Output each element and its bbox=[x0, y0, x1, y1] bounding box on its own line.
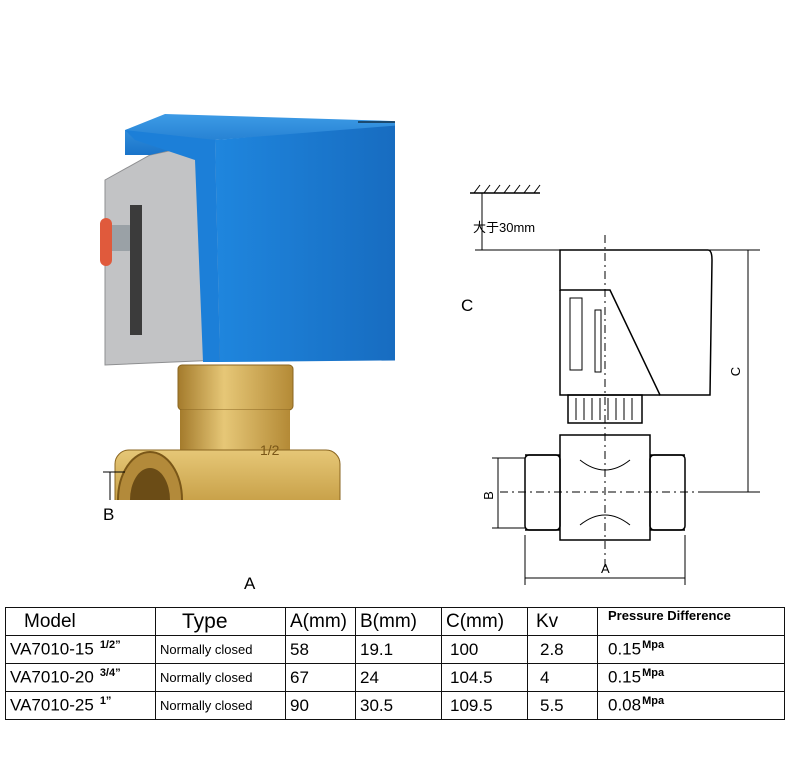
drawing-dim-a: A bbox=[601, 561, 610, 576]
cell-type: Normally closed bbox=[155, 663, 286, 692]
cell-type: Normally closed bbox=[155, 635, 286, 664]
photo-dim-a: A bbox=[244, 574, 256, 593]
cell-kv: 2.8 bbox=[527, 635, 598, 664]
header-a: A(mm) bbox=[285, 607, 356, 636]
cell-type: Normally closed bbox=[155, 691, 286, 720]
photo-dim-b: B bbox=[103, 505, 115, 524]
clearance-label: 大于30mm bbox=[473, 220, 536, 235]
table-header-row: Model Type A(mm) B(mm) C(mm) Kv Pressure… bbox=[5, 607, 785, 636]
technical-drawing bbox=[470, 184, 760, 585]
cell-b: 19.1 bbox=[355, 635, 442, 664]
cell-kv: 5.5 bbox=[527, 691, 598, 720]
valve-marking: 1/2 bbox=[260, 442, 280, 458]
mounting-nut bbox=[177, 364, 294, 411]
drawing-dim-c: C bbox=[728, 366, 744, 377]
cell-a: 67 bbox=[285, 663, 356, 692]
cell-a: 90 bbox=[285, 691, 356, 720]
header-pressure: Pressure Difference bbox=[597, 607, 785, 636]
header-c: C(mm) bbox=[441, 607, 528, 636]
drawing-dim-b: B bbox=[480, 491, 496, 500]
header-b: B(mm) bbox=[355, 607, 442, 636]
cell-kv: 4 bbox=[527, 663, 598, 692]
header-kv: Kv bbox=[527, 607, 598, 636]
photo-dim-c: C bbox=[461, 296, 474, 315]
header-type: Type bbox=[155, 607, 286, 636]
header-model: Model bbox=[5, 607, 156, 636]
cell-b: 24 bbox=[355, 663, 442, 692]
cell-pressure: 0.08Mpa bbox=[597, 691, 785, 720]
cell-c: 100 bbox=[441, 635, 528, 664]
cell-c: 104.5 bbox=[441, 663, 528, 692]
cell-pressure: 0.15Mpa bbox=[597, 663, 785, 692]
drawing-actuator bbox=[559, 249, 713, 396]
valve-photo: 1/2 bbox=[100, 114, 395, 500]
cell-a: 58 bbox=[285, 635, 356, 664]
spec-table: Model Type A(mm) B(mm) C(mm) Kv Pressure… bbox=[5, 607, 785, 720]
cell-c: 109.5 bbox=[441, 691, 528, 720]
cell-b: 30.5 bbox=[355, 691, 442, 720]
cell-pressure: 0.15Mpa bbox=[597, 635, 785, 664]
manual-lever bbox=[107, 225, 132, 251]
